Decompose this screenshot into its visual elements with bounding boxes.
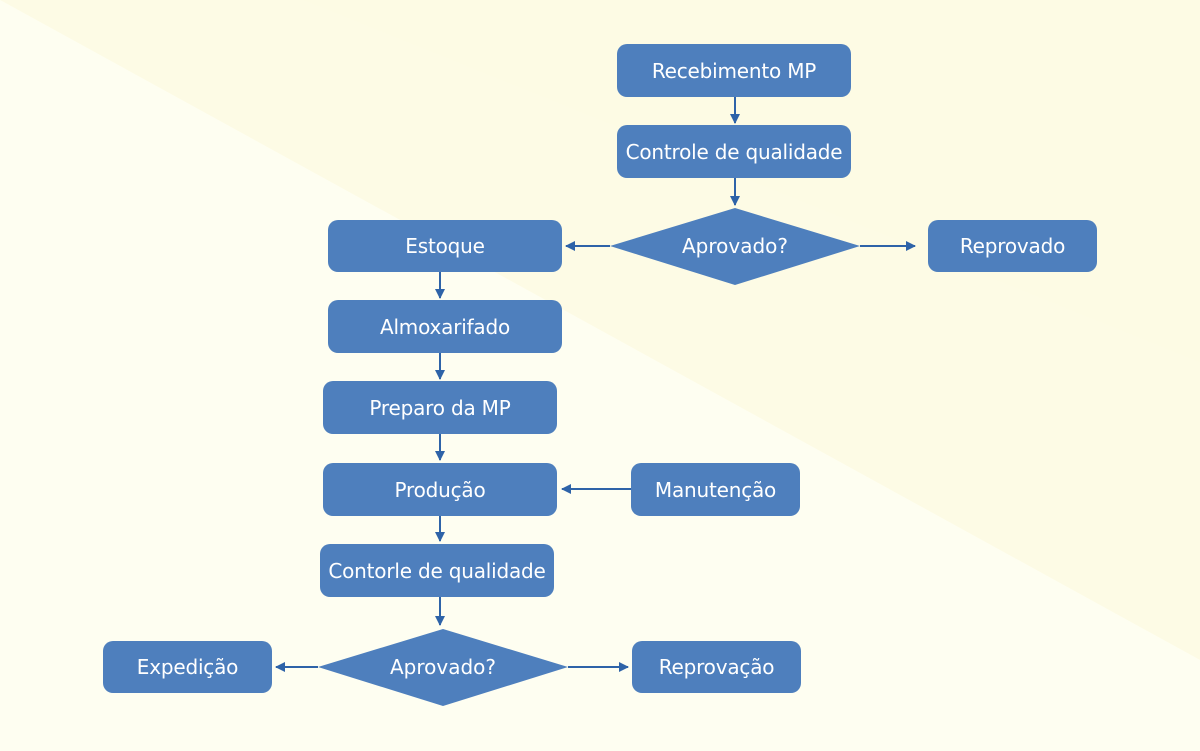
node-almoxarifado: Almoxarifado	[328, 300, 562, 353]
decision-diamond-1	[610, 208, 860, 285]
decision-diamond-2	[318, 629, 568, 706]
node-reprovado: Reprovado	[928, 220, 1097, 272]
node-controle-de-qualidade: Controle de qualidade	[617, 125, 851, 178]
node-producao: Produção	[323, 463, 557, 516]
decision-label-aprovado-1: Aprovado?	[681, 234, 789, 258]
node-contorle-de-qualidade: Contorle de qualidade	[320, 544, 554, 597]
node-manutencao: Manutenção	[631, 463, 800, 516]
node-expedicao: Expedição	[103, 641, 272, 693]
decision-label-aprovado-2: Aprovado?	[389, 655, 497, 679]
node-recebimento-mp: Recebimento MP	[617, 44, 851, 97]
node-estoque: Estoque	[328, 220, 562, 272]
node-preparo-da-mp: Preparo da MP	[323, 381, 557, 434]
node-reprovacao: Reprovação	[632, 641, 801, 693]
